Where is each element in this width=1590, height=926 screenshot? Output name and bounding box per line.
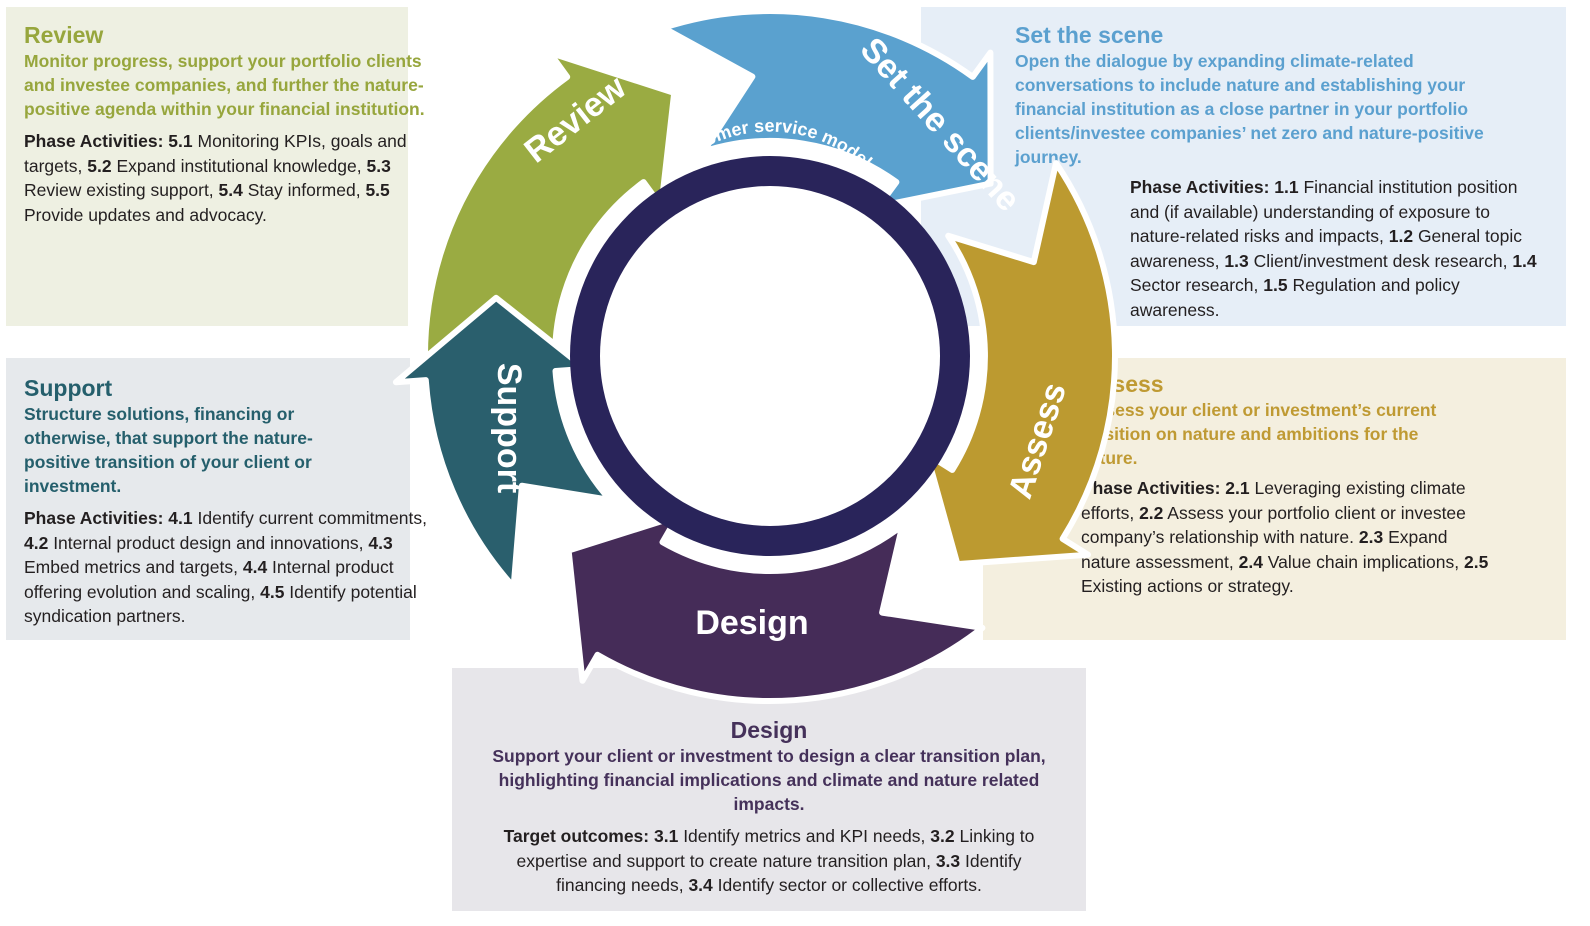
activity-text: Provide updates and advocacy. <box>24 204 267 225</box>
design-outcomes-label: Target outcomes: <box>503 826 650 846</box>
activity-number: 1.4 <box>1512 250 1537 271</box>
activity-text: Linking to expertise and support to crea… <box>516 826 1035 871</box>
activity-text: Internal product design and innovations, <box>48 532 364 553</box>
activity-number: 4.5 <box>260 581 285 602</box>
activity-number: 1.5 <box>1263 275 1288 295</box>
review-subtitle: Monitor progress, support your portfolio… <box>24 51 425 119</box>
activity-text: Assess your portfolio client or investee… <box>1081 502 1466 548</box>
assess-activities-label: Phase Activities: <box>1081 478 1221 498</box>
activity-text: Identify metrics and KPI needs, <box>678 826 926 846</box>
design-outcomes: Target outcomes: 3.1 Identify metrics an… <box>489 824 1049 898</box>
set-the-scene-subtitle: Open the dialogue by expanding climate-r… <box>1015 51 1484 167</box>
activity-number: 1.2 <box>1388 226 1414 246</box>
activity-text: Regulation and policy awareness. <box>1130 275 1460 320</box>
activity-text: Embed metrics and targets, <box>24 557 238 577</box>
support-activities: Phase Activities: 4.1 Identify current c… <box>24 506 444 629</box>
cycle-arrows <box>392 8 1118 705</box>
activity-text: Identify financing needs, <box>556 850 1022 896</box>
assess-subtitle: Assess your client or investment’s curre… <box>1083 400 1437 468</box>
design-subtitle: Support your client or investment to des… <box>492 746 1046 814</box>
set-the-scene-activities: Phase Activities: 1.1 Financial institut… <box>1130 175 1550 322</box>
review-panel: Review Monitor progress, support your po… <box>6 7 425 326</box>
activity-number: 5.4 <box>218 180 243 200</box>
activity-number: 5.1 <box>168 131 193 151</box>
activity-number: 2.5 <box>1463 551 1489 572</box>
review-activities-label: Phase Activities: <box>24 131 164 151</box>
activity-number: 5.2 <box>87 155 112 176</box>
activity-text: Leveraging existing climate efforts, <box>1081 478 1466 523</box>
activity-number: 3.3 <box>935 850 961 871</box>
activity-number: 5.5 <box>365 180 390 200</box>
support-activities-label: Phase Activities: <box>24 508 164 528</box>
activity-number: 3.1 <box>654 826 679 846</box>
arrow-label-support: Support <box>490 363 528 493</box>
arrow-set-the-scene <box>660 8 994 210</box>
activity-text: Financial institution position and (if a… <box>1130 177 1518 246</box>
activity-number: 3.4 <box>688 875 713 895</box>
activity-text: Client/investment desk research, <box>1248 250 1508 271</box>
design-panel: Design Support your client or investment… <box>452 668 1086 911</box>
support-panel: Support Structure solutions, financing o… <box>6 358 427 640</box>
activity-number: 4.2 <box>24 532 49 553</box>
support-title: Support <box>24 375 113 401</box>
activity-text: Stay informed, <box>242 180 361 200</box>
activity-number: 2.1 <box>1225 478 1250 498</box>
activity-number: 4.1 <box>168 508 193 528</box>
activity-text: Sector research, <box>1130 275 1259 295</box>
activity-number: 2.4 <box>1238 551 1263 572</box>
center-hole <box>600 186 940 526</box>
arrow-assess <box>923 160 1118 568</box>
activity-number: 1.3 <box>1224 250 1249 271</box>
set-the-scene-activities-label: Phase Activities: <box>1130 177 1270 197</box>
set-the-scene-panel: Set the scene Open the dialogue by expan… <box>921 7 1566 326</box>
assess-activity-list: 2.1 Leveraging existing climate efforts,… <box>1081 478 1488 596</box>
review-activity-list: 5.1 Monitoring KPIs, goals and targets, … <box>24 131 407 225</box>
activity-number: 4.4 <box>242 557 268 577</box>
arrow-support <box>392 294 614 590</box>
arrow-design <box>565 513 986 705</box>
activity-text: Identify current commitments, <box>192 508 428 528</box>
activity-number: 3.2 <box>930 826 955 846</box>
activity-number: 2.3 <box>1358 527 1384 547</box>
assess-panel: Assess Assess your client or investment’… <box>983 358 1566 640</box>
review-activities: Phase Activities: 5.1 Monitoring KPIs, g… <box>24 129 442 227</box>
support-activity-list: 4.1 Identify current commitments, 4.2 In… <box>24 508 427 626</box>
set-the-scene-activity-list: 1.1 Financial institution position and (… <box>1130 177 1537 320</box>
activity-number: 1.1 <box>1274 177 1299 197</box>
review-title: Review <box>24 22 104 48</box>
activity-text: Expand nature assessment, <box>1081 527 1448 572</box>
activity-number: 4.3 <box>368 532 393 553</box>
activity-text: Existing actions or strategy. <box>1081 576 1294 596</box>
arrow-label-design: Design <box>695 604 808 642</box>
assess-activities: Phase Activities: 2.1 Leveraging existin… <box>1081 476 1501 599</box>
activity-number: 5.3 <box>366 155 391 176</box>
activity-text: Internal product offering evolution and … <box>24 557 394 602</box>
activity-text: Identify sector or collective efforts. <box>712 875 982 895</box>
support-subtitle: Structure solutions, financing or otherw… <box>24 404 313 496</box>
design-title: Design <box>730 717 808 743</box>
activity-text: General topic awareness, <box>1130 226 1523 271</box>
design-outcome-list: 3.1 Identify metrics and KPI needs, 3.2 … <box>517 826 1035 895</box>
activity-text: Expand institutional knowledge, <box>111 155 362 176</box>
set-the-scene-title: Set the scene <box>1015 22 1164 48</box>
activity-text: Monitoring KPIs, goals and targets, <box>24 131 407 176</box>
activity-text: Value chain implications, <box>1262 551 1460 572</box>
activity-text: Identify potential syndication partners. <box>24 581 417 627</box>
activity-text: Review existing support, <box>24 180 214 200</box>
activity-number: 2.2 <box>1139 502 1164 523</box>
